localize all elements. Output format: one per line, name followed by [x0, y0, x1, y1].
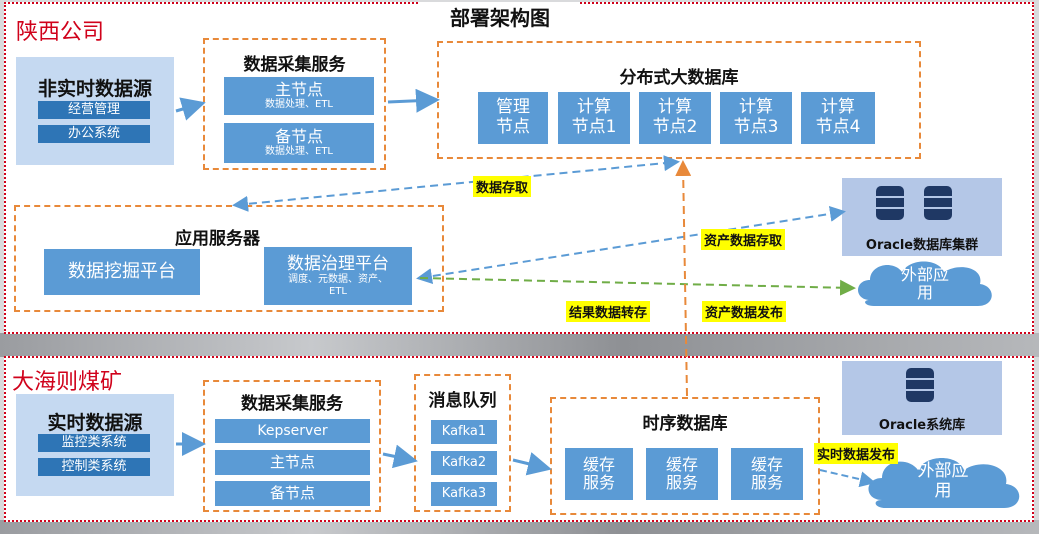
external-line: 用 — [934, 481, 952, 501]
data-mining-platform: 数据挖掘平台 — [44, 249, 200, 295]
bigdata-node: 计算 节点1 — [558, 92, 630, 144]
database-icon — [906, 368, 934, 402]
oracle-cluster-label: Oracle数据库集群 — [865, 238, 979, 253]
non-realtime-source-title: 非实时数据源 — [37, 78, 152, 100]
oracle-cluster — [842, 178, 1002, 256]
node-line: 节点4 — [815, 117, 861, 137]
message-queue-title: 消息队列 — [428, 391, 497, 411]
arrow-collect-to-bigdata — [387, 88, 440, 113]
realtime-source-title: 实时数据源 — [47, 412, 143, 434]
cloud-icon — [858, 261, 992, 306]
collect-item: 主节点 — [215, 450, 370, 475]
cache-line: 缓存 — [582, 454, 615, 474]
bigdata-node: 计算 节点3 — [720, 92, 792, 144]
cache-line: 缓存 — [750, 454, 783, 474]
collect-item: 备节点 — [215, 481, 370, 506]
bigdata-node: 计算 节点2 — [639, 92, 711, 144]
collect-primary-label: 主节点 — [274, 80, 323, 100]
page-title-overlay: 部署架构图 — [420, 2, 580, 31]
arrow-asset-publish — [419, 277, 856, 296]
cache-service: 缓存 服务 — [646, 448, 718, 500]
collect-item: Kepserver — [215, 419, 370, 443]
source-item: 经营管理 — [38, 101, 150, 119]
collect-backup-label: 备节点 — [274, 127, 323, 147]
cache-service: 缓存 服务 — [565, 448, 633, 500]
arrow-collect-to-mq — [382, 444, 418, 469]
collect-primary-node: 主节点 数据处理、ETL — [224, 77, 374, 115]
arrow-mq-to-tsdb — [512, 452, 552, 476]
label-result-transfer: 结果数据转存 — [566, 301, 651, 322]
background-photo-strip — [0, 333, 1039, 357]
node-line: 计算 — [821, 97, 855, 118]
node-line: 节点2 — [652, 117, 698, 137]
node-line: 计算 — [739, 97, 773, 118]
source-item: 监控类系统 — [38, 434, 150, 452]
label-data-access: 数据存取 — [473, 176, 532, 197]
collect-backup-sub: 数据处理、ETL — [265, 146, 333, 158]
cache-service: 缓存 服务 — [731, 448, 803, 500]
collect-primary-sub: 数据处理、ETL — [265, 99, 333, 111]
cache-line: 服务 — [582, 473, 615, 492]
collect-service-title-mine: 数据采集服务 — [241, 394, 343, 414]
source-item: 控制类系统 — [38, 458, 150, 476]
arrow-source-to-collect — [175, 97, 206, 121]
label-asset-access: 资产数据存取 — [701, 229, 786, 250]
arrow-realtime-publish — [819, 469, 876, 488]
label-asset-publish: 资产数据发布 — [702, 301, 787, 322]
node-line: 节点1 — [571, 117, 617, 137]
cache-line: 服务 — [750, 473, 783, 492]
tsdb-title: 时序数据库 — [642, 414, 728, 434]
message-queue-box — [414, 374, 511, 512]
node-line: 计算 — [577, 97, 611, 118]
label-realtime-publish: 实时数据发布 — [814, 443, 899, 464]
collect-service-title: 数据采集服务 — [243, 55, 346, 75]
kafka-node: Kafka2 — [431, 451, 497, 475]
cloud-icon — [868, 458, 1020, 508]
arrow-asset-access — [416, 205, 846, 285]
cache-line: 服务 — [665, 473, 698, 492]
oracle-system-label: Oracle系统库 — [878, 418, 966, 433]
database-icon — [876, 186, 952, 220]
external-line: 外部应 — [900, 264, 949, 284]
region-title-dahaize: 大海则煤矿 — [12, 370, 123, 395]
node-line: 计算 — [658, 97, 692, 118]
app-server-title: 应用服务器 — [175, 229, 260, 249]
cache-line: 缓存 — [665, 454, 698, 474]
bigdata-node: 管理 节点 — [478, 92, 548, 144]
node-line: 节点3 — [733, 117, 779, 137]
governance-label: 数据治理平台 — [287, 253, 389, 274]
external-line: 用 — [916, 283, 933, 302]
bigdata-title: 分布式大数据库 — [619, 68, 739, 88]
arrow-data-access — [232, 155, 680, 212]
kafka-node: Kafka1 — [431, 420, 497, 444]
kafka-node: Kafka3 — [431, 482, 497, 506]
background-photo-strip-bottom — [0, 520, 1039, 534]
bigdata-node: 计算 节点4 — [801, 92, 875, 144]
arrow-result-transfer — [675, 160, 692, 397]
external-app-shaanxi: 外部应 用 — [870, 262, 980, 306]
governance-sub: 调度、元数据、资产、 — [288, 274, 388, 286]
external-app-dahaize: 外部应 用 — [886, 458, 1000, 506]
external-line: 外部应 — [917, 461, 969, 482]
governance-sub: ETL — [329, 285, 347, 297]
source-item: 办公系统 — [38, 125, 150, 143]
node-line: 节点 — [496, 117, 530, 137]
node-line: 管理 — [496, 97, 530, 118]
region-title-shaanxi: 陕西公司 — [16, 20, 105, 45]
data-governance-platform: 数据治理平台 调度、元数据、资产、 ETL — [264, 247, 412, 305]
